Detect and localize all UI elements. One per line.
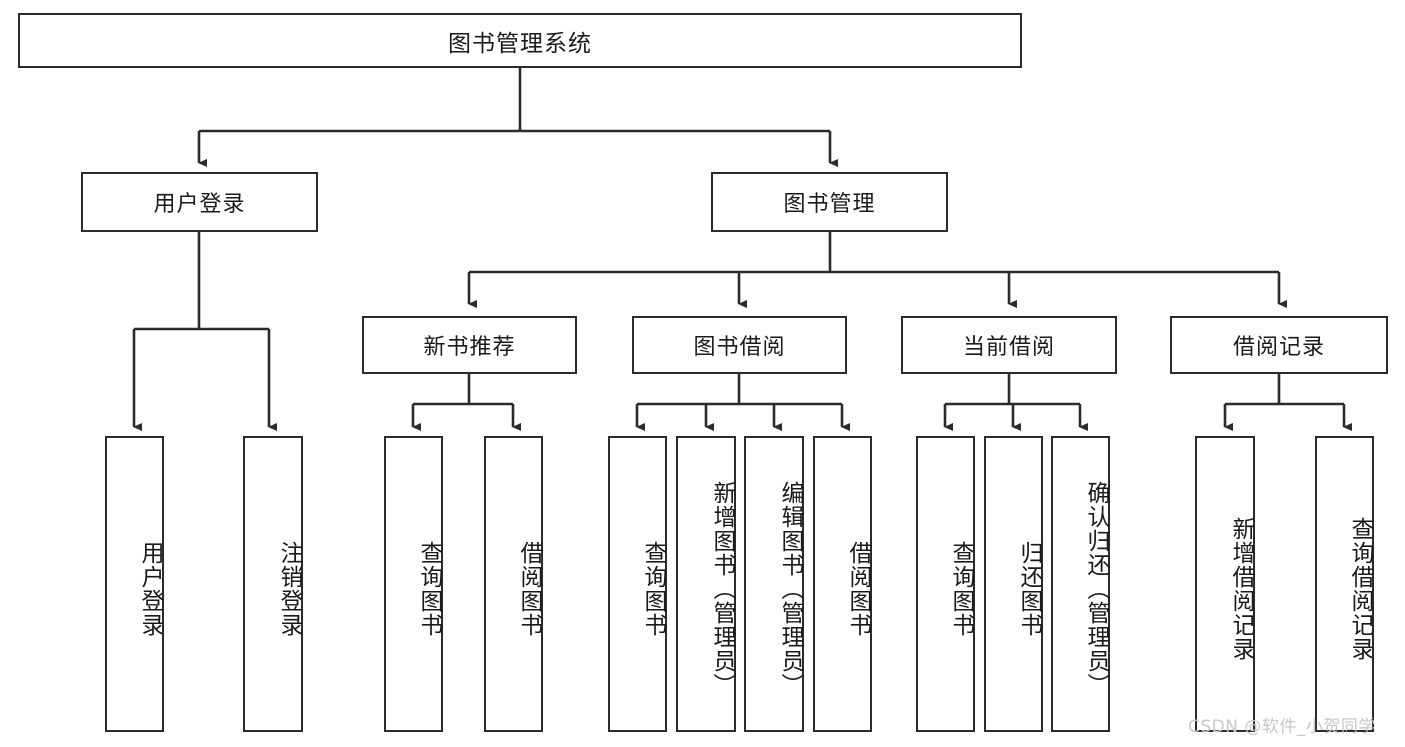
- leaf-user-login[interactable]: 用户登录: [105, 436, 164, 732]
- node-current-borrow[interactable]: 当前借阅: [901, 316, 1117, 374]
- leaf-query-book-borrow[interactable]: 查询图书: [608, 436, 667, 732]
- node-label: 新增借阅记录: [1228, 517, 1254, 661]
- node-book-borrow[interactable]: 图书借阅: [632, 316, 847, 374]
- leaf-query-book-recommend[interactable]: 查询图书: [384, 436, 443, 732]
- node-label: 图书管理: [783, 192, 876, 217]
- node-label: 新增图书（管理员）: [709, 481, 735, 697]
- leaf-confirm-return-admin[interactable]: 确认归还（管理员）: [1051, 436, 1110, 732]
- node-label: 借阅图书: [516, 541, 542, 637]
- leaf-borrow-book-recommend[interactable]: 借阅图书: [484, 436, 543, 732]
- leaf-edit-book-admin[interactable]: 编辑图书（管理员）: [744, 436, 804, 732]
- leaf-return-book[interactable]: 归还图书: [984, 436, 1043, 732]
- node-book-management[interactable]: 图书管理: [711, 172, 948, 232]
- node-label: 注销登录: [276, 541, 302, 637]
- node-label: 图书管理系统: [448, 30, 592, 57]
- node-label: 编辑图书（管理员）: [777, 481, 803, 697]
- node-label: 用户登录: [153, 192, 246, 217]
- leaf-query-book-current[interactable]: 查询图书: [916, 436, 975, 732]
- leaf-add-borrow-record[interactable]: 新增借阅记录: [1195, 436, 1255, 732]
- node-label: 查询图书: [948, 541, 974, 637]
- node-label: 确认归还（管理员）: [1083, 481, 1109, 697]
- leaf-user-logout[interactable]: 注销登录: [243, 436, 303, 732]
- node-user-login[interactable]: 用户登录: [81, 172, 318, 232]
- node-label: 借阅记录: [1232, 335, 1325, 360]
- node-label: 查询图书: [416, 541, 442, 637]
- node-label: 当前借阅: [962, 335, 1055, 360]
- node-label: 图书借阅: [693, 335, 786, 360]
- node-label: 查询借阅记录: [1347, 517, 1373, 661]
- node-root-book-management-system[interactable]: 图书管理系统: [18, 13, 1022, 68]
- node-label: 新书推荐: [423, 335, 516, 360]
- node-new-book-recommend[interactable]: 新书推荐: [362, 316, 577, 374]
- leaf-query-borrow-record[interactable]: 查询借阅记录: [1315, 436, 1374, 732]
- node-borrow-record[interactable]: 借阅记录: [1170, 316, 1388, 374]
- node-label: 借阅图书: [845, 541, 871, 637]
- node-label: 用户登录: [137, 541, 163, 637]
- node-label: 查询图书: [640, 541, 666, 637]
- node-label: 归还图书: [1016, 541, 1042, 637]
- watermark-text: CSDN @软件_小贺同学: [1188, 717, 1376, 737]
- leaf-add-book-admin[interactable]: 新增图书（管理员）: [676, 436, 736, 732]
- leaf-borrow-book[interactable]: 借阅图书: [813, 436, 872, 732]
